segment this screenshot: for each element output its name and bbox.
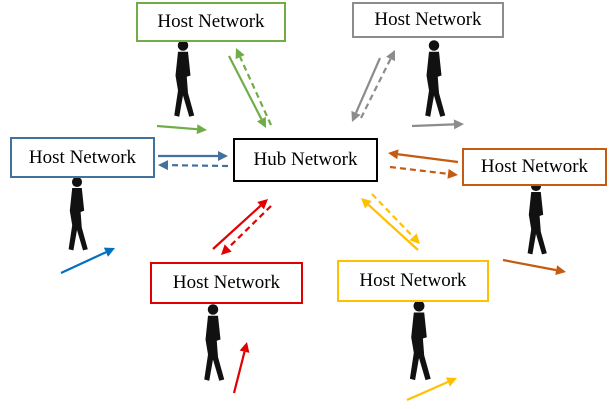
- host-network-label: Host Network: [172, 272, 281, 293]
- host-network-box-right: Host Network: [462, 148, 607, 186]
- link-arrow-right-to-hub: [397, 153, 459, 164]
- host-network-label: Host Network: [28, 146, 137, 168]
- link-arrow-hub-to-top-right: [360, 58, 392, 119]
- link-arrow-top-right-to-hub: [355, 57, 382, 114]
- host-network-label: Host Network: [480, 156, 589, 177]
- walking-person-icon: [174, 40, 195, 117]
- link-arrow-hub-to-top-left-head: [235, 48, 245, 60]
- movement-arrow-bottom-right-head: [445, 377, 457, 387]
- link-arrow-hub-to-bottom-left: [227, 205, 272, 249]
- movement-arrow-right-head: [555, 265, 566, 276]
- link-arrow-bottom-right-to-hub-head: [361, 198, 372, 209]
- link-arrow-hub-to-left-head: [158, 160, 169, 171]
- movement-arrow-bottom-left-head: [239, 342, 250, 353]
- link-arrow-top-right-to-hub-head: [351, 110, 361, 122]
- movement-arrow-left: [60, 251, 107, 274]
- movement-arrow-bottom-right: [406, 381, 449, 402]
- host-network-box-top-right: Host Network: [352, 2, 504, 38]
- host-network-box-left: Host Network: [10, 137, 155, 178]
- host-network-box-bottom-right: Host Network: [337, 260, 489, 302]
- link-arrow-hub-to-right-head: [447, 168, 458, 179]
- movement-arrow-right: [502, 258, 557, 272]
- movement-arrow-left-head: [103, 247, 115, 257]
- hub-network-label: Hub Network: [253, 149, 358, 170]
- movement-arrow-top-right: [411, 123, 455, 128]
- link-arrow-bottom-left-to-hub: [212, 204, 262, 250]
- movement-arrow-top-left: [156, 124, 198, 131]
- link-arrow-left-to-hub-head: [218, 151, 228, 161]
- movement-arrow-top-left-head: [196, 124, 207, 135]
- hub-network-box: Hub Network: [233, 138, 378, 182]
- host-network-label: Host Network: [157, 11, 265, 32]
- link-arrow-hub-to-bottom-right: [371, 193, 414, 238]
- link-arrow-bottom-right-to-hub: [367, 203, 419, 251]
- link-arrow-hub-to-top-left: [239, 56, 273, 126]
- link-arrow-hub-to-bottom-left-head: [221, 244, 232, 255]
- link-arrow-hub-to-left: [167, 164, 229, 168]
- walking-person-icon: [68, 176, 88, 251]
- walking-person-icon: [409, 300, 431, 381]
- walking-person-icon: [527, 180, 547, 255]
- link-arrow-hub-to-top-right-head: [386, 50, 395, 62]
- host-network-box-bottom-left: Host Network: [150, 262, 303, 304]
- link-arrow-hub-to-right: [389, 165, 449, 175]
- movement-arrow-bottom-left: [232, 351, 246, 394]
- link-arrow-right-to-hub-head: [388, 149, 399, 160]
- host-network-label: Host Network: [374, 9, 482, 30]
- walking-person-icon: [425, 40, 446, 117]
- host-network-box-top-left: Host Network: [136, 2, 286, 42]
- link-arrow-hub-to-bottom-right-head: [409, 233, 420, 244]
- link-arrow-top-left-to-hub: [228, 55, 263, 120]
- link-arrow-top-left-to-hub-head: [256, 116, 266, 128]
- movement-arrow-top-right-head: [453, 119, 464, 130]
- walking-person-icon: [204, 304, 225, 381]
- host-network-label: Host Network: [359, 270, 467, 291]
- link-arrow-bottom-left-to-hub-head: [257, 199, 268, 210]
